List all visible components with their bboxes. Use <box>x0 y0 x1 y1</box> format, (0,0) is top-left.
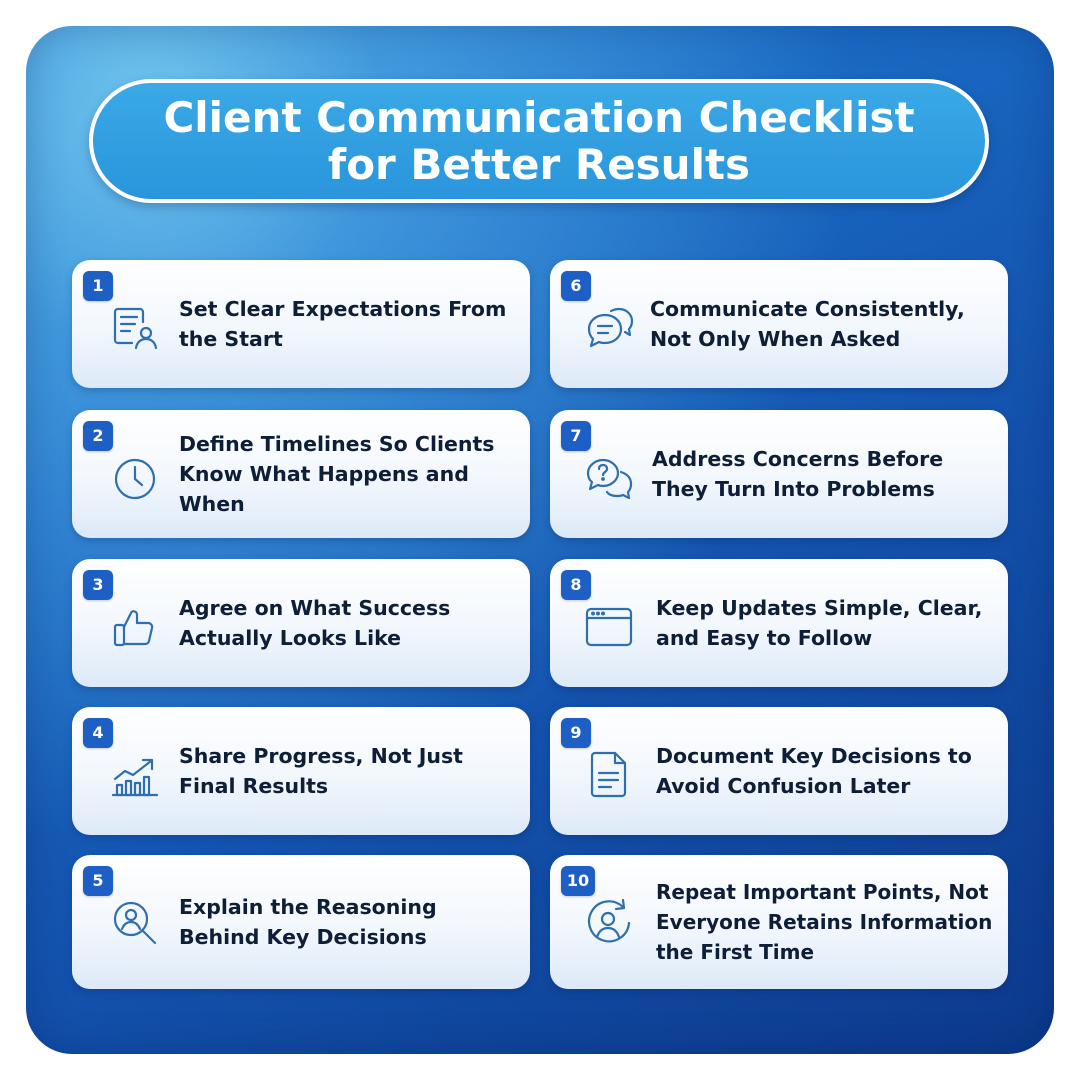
item-number: 7 <box>561 421 591 451</box>
item-label: Repeat Important Points, Not Everyone Re… <box>656 880 993 964</box>
item-label: Keep Updates Simple, Clear, and Easy to … <box>656 596 983 650</box>
item-number: 10 <box>561 866 595 896</box>
checklist-item-4: 4 Share Progress, Not Just Final Results <box>72 707 530 835</box>
checklist-item-5: 5 Explain the Reasoning Behind Key Decis… <box>72 855 530 989</box>
item-number: 3 <box>83 570 113 600</box>
document-person-icon <box>109 302 161 354</box>
clock-icon <box>109 452 161 504</box>
browser-window-icon <box>583 601 635 653</box>
item-label: Communicate Consistently, Not Only When … <box>650 297 965 351</box>
item-number: 4 <box>83 718 113 748</box>
title-line-2: for Better Results <box>327 140 751 189</box>
checklist-item-3: 3 Agree on What Success Actually Looks L… <box>72 559 530 687</box>
checklist-item-9: 9 Document Key Decisions to Avoid Confus… <box>550 707 1008 835</box>
item-label: Agree on What Success Actually Looks Lik… <box>179 596 451 650</box>
item-number: 9 <box>561 718 591 748</box>
document-icon <box>583 749 635 801</box>
item-label: Explain the Reasoning Behind Key Decisio… <box>179 895 437 949</box>
item-label: Set Clear Expectations From the Start <box>179 297 507 351</box>
question-chat-icon <box>583 452 635 504</box>
checklist-item-7: 7 Address Concerns Before They Turn Into… <box>550 410 1008 538</box>
item-label: Define Timelines So Clients Know What Ha… <box>179 432 495 516</box>
person-search-icon <box>109 897 161 949</box>
checklist-item-10: 10 Repeat Important Points, Not Everyone… <box>550 855 1008 989</box>
checklist-item-8: 8 Keep Updates Simple, Clear, and Easy t… <box>550 559 1008 687</box>
growth-chart-icon <box>109 749 161 801</box>
item-number: 6 <box>561 271 591 301</box>
person-refresh-icon <box>583 897 635 949</box>
checklist-item-2: 2 Define Timelines So Clients Know What … <box>72 410 530 538</box>
chat-bubbles-icon <box>583 302 635 354</box>
item-label: Document Key Decisions to Avoid Confusio… <box>656 744 972 798</box>
item-label: Share Progress, Not Just Final Results <box>179 744 463 798</box>
item-label: Address Concerns Before They Turn Into P… <box>652 447 944 501</box>
item-number: 8 <box>561 570 591 600</box>
title-line-1: Client Communication Checklist <box>163 93 915 142</box>
item-number: 1 <box>83 271 113 301</box>
page-title: Client Communication Checklist for Bette… <box>89 79 989 203</box>
checklist-item-1: 1 Set Clear Expectations From the Start <box>72 260 530 388</box>
checklist-item-6: 6 Communicate Consistently, Not Only Whe… <box>550 260 1008 388</box>
thumbs-up-icon <box>109 601 161 653</box>
item-number: 2 <box>83 421 113 451</box>
item-number: 5 <box>83 866 113 896</box>
